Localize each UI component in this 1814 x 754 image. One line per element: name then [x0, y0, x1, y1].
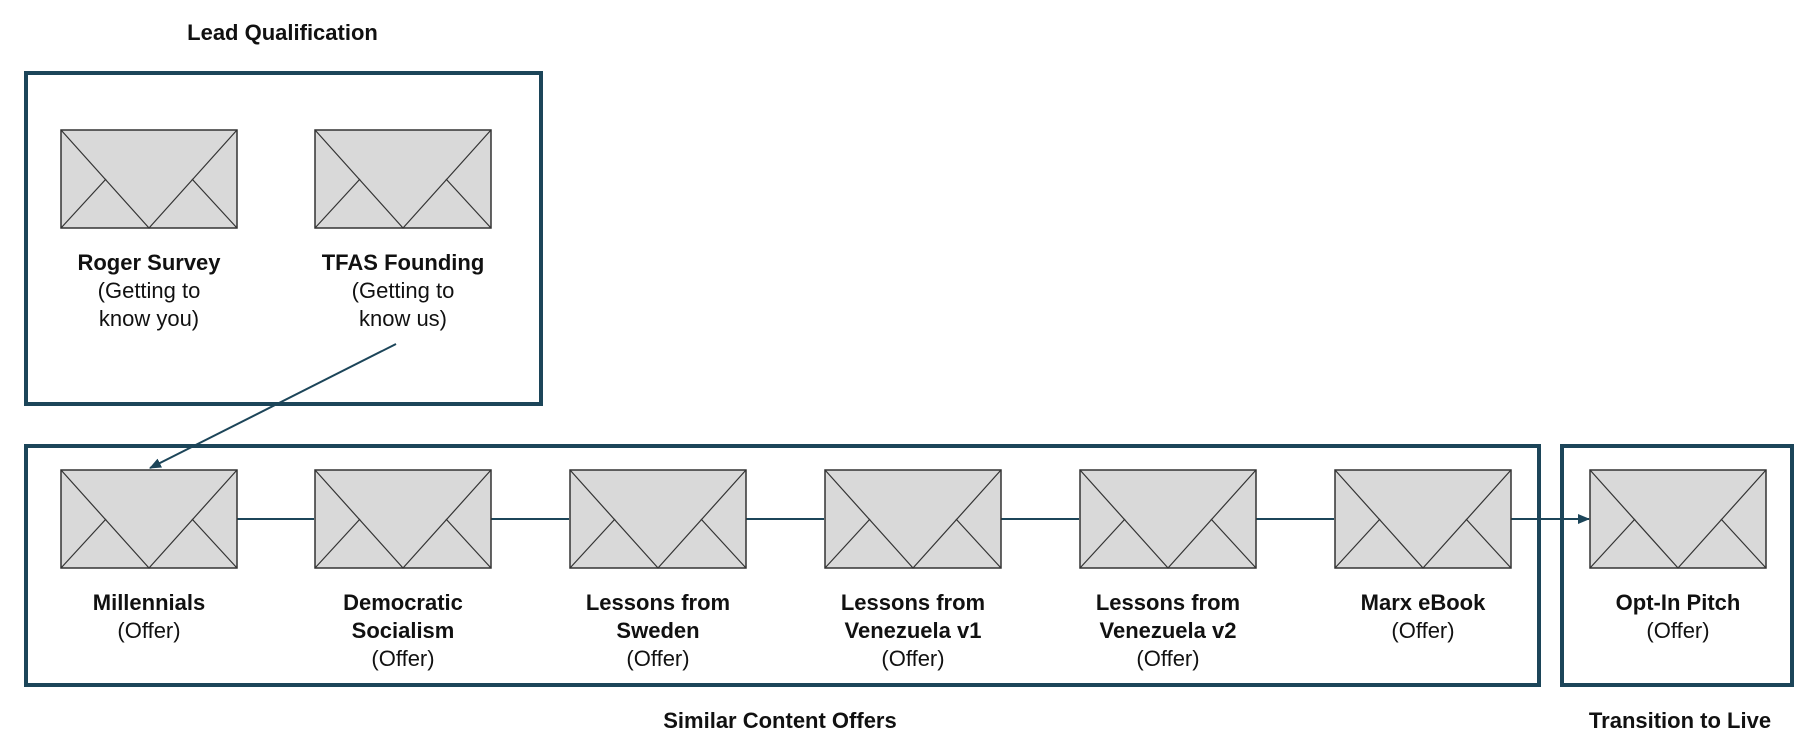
- node-subtitle: (Offer): [1391, 618, 1455, 643]
- node-caption: Millennials (Offer): [30, 589, 268, 645]
- node-title: TFAS Founding: [321, 250, 485, 275]
- node-title: Lessons from Sweden: [585, 590, 731, 643]
- arrow-tfas-to-millennials: [149, 343, 397, 469]
- node-subtitle: (Offer): [1646, 618, 1710, 643]
- envelope-icon: [314, 469, 492, 569]
- node-title: Roger Survey: [77, 250, 221, 275]
- node-subtitle: (Offer): [626, 646, 690, 671]
- node-caption: Lessons from Venezuela v1 (Offer): [794, 589, 1032, 673]
- node-subtitle: (Offer): [371, 646, 435, 671]
- node-caption: Roger Survey (Getting to know you): [30, 249, 268, 333]
- node-title: Marx eBook: [1360, 590, 1486, 615]
- envelope-icon: [314, 129, 492, 229]
- node-title: Millennials: [92, 590, 206, 615]
- group-box-similar-content-offers: [24, 444, 1541, 687]
- node-subtitle: (Offer): [1136, 646, 1200, 671]
- node-subtitle: (Getting to know you): [97, 278, 201, 331]
- node-caption: Lessons from Venezuela v2 (Offer): [1049, 589, 1287, 673]
- node-title: Opt-In Pitch: [1615, 590, 1741, 615]
- group-title-similar-content-offers: Similar Content Offers: [663, 708, 897, 733]
- node-title: Lessons from Venezuela v1: [840, 590, 986, 643]
- node-subtitle: (Offer): [881, 646, 945, 671]
- envelope-icon: [824, 469, 1002, 569]
- node-caption: Opt-In Pitch (Offer): [1559, 589, 1797, 645]
- envelope-icon: [60, 469, 238, 569]
- node-caption: TFAS Founding (Getting to know us): [284, 249, 522, 333]
- node-caption: Democratic Socialism (Offer): [284, 589, 522, 673]
- envelope-icon: [60, 129, 238, 229]
- node-title: Democratic Socialism: [343, 590, 463, 643]
- group-box-transition-to-live: [1560, 444, 1794, 687]
- envelope-icon: [1589, 469, 1767, 569]
- node-title: Lessons from Venezuela v2: [1095, 590, 1241, 643]
- node-caption: Marx eBook (Offer): [1304, 589, 1542, 645]
- group-box-lead-qualification: [24, 71, 543, 406]
- group-title-transition-to-live: Transition to Live: [1588, 708, 1772, 733]
- node-caption: Lessons from Sweden (Offer): [539, 589, 777, 673]
- envelope-icon: [569, 469, 747, 569]
- node-subtitle: (Offer): [117, 618, 181, 643]
- envelope-icon: [1334, 469, 1512, 569]
- node-subtitle: (Getting to know us): [351, 278, 455, 331]
- group-title-lead-qualification: Lead Qualification: [187, 20, 378, 45]
- envelope-icon: [1079, 469, 1257, 569]
